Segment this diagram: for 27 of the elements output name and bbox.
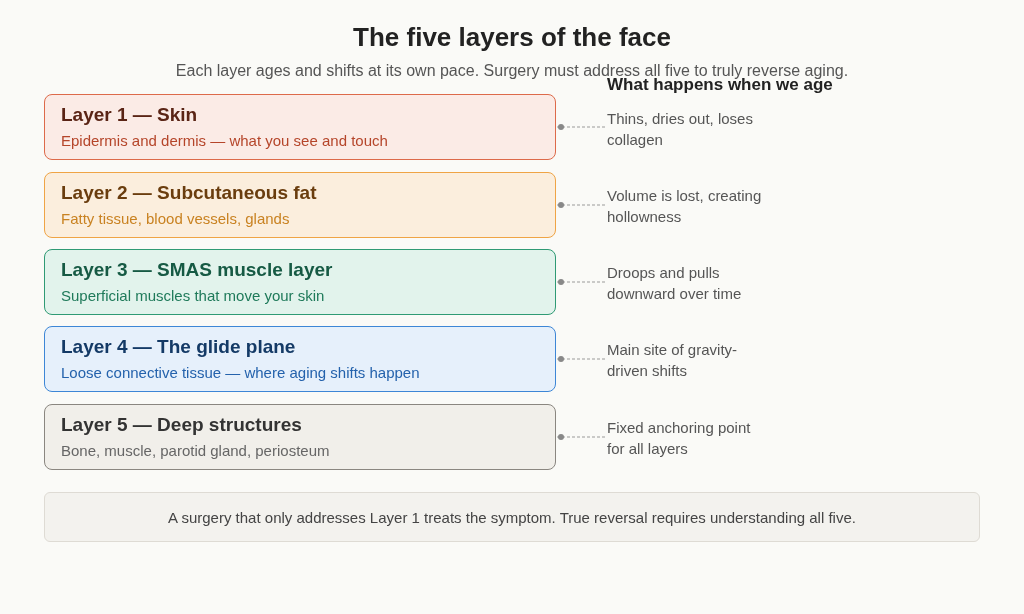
- layer-box: [44, 94, 556, 160]
- leader-line: [556, 124, 607, 130]
- layer-heading: Layer 1 — Skin: [61, 104, 199, 126]
- layer-heading: Layer 4 — The glide plane: [61, 336, 297, 358]
- layer-box: [44, 172, 556, 238]
- diagram-title: The five layers of the face: [352, 22, 672, 53]
- layer-description: Epidermis and dermis — what you see and touch: [61, 132, 389, 149]
- summary-note: A surgery that only addresses Layer 1 treats the symptom. True reversal requires understanding all five.: [44, 492, 980, 542]
- note-text: Fixed anchoring point for all layers: [607, 417, 767, 459]
- layer-box: [44, 326, 556, 392]
- layer-heading: Layer 2 — Subcutaneous fat: [61, 182, 318, 204]
- note-text: Droops and pulls downward over time: [607, 262, 767, 304]
- layer-box: [44, 404, 556, 470]
- note-text: Volume is lost, creating hollowness: [607, 185, 767, 227]
- leader-line: [556, 356, 607, 362]
- layer-heading: Layer 3 — SMAS muscle layer: [61, 259, 334, 281]
- leader-line: [556, 434, 607, 440]
- layer-heading: Layer 5 — Deep structures: [61, 414, 303, 436]
- layer-description: Loose connective tissue — where aging shifts happen: [61, 364, 421, 381]
- leader-line: [556, 279, 607, 285]
- note-text: Main site of gravity-driven shifts: [607, 339, 767, 381]
- leader-line: [556, 202, 607, 208]
- layer-description: Bone, muscle, parotid gland, periosteum: [61, 442, 331, 459]
- layer-description: Superficial muscles that move your skin: [61, 287, 326, 304]
- note-text: Thins, dries out, loses collagen: [607, 108, 767, 150]
- layer-box: [44, 249, 556, 315]
- layer-description: Fatty tissue, blood vessels, glands: [61, 210, 291, 227]
